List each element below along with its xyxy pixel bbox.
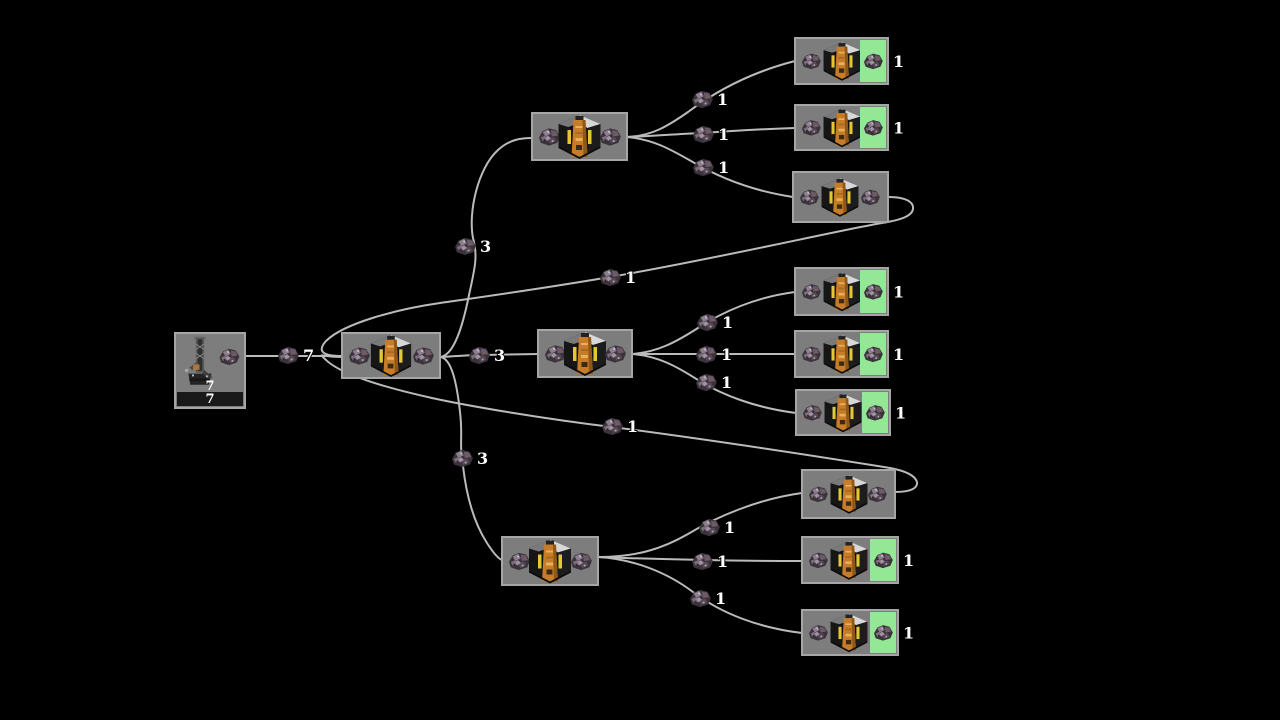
source-total-label: 7	[205, 392, 214, 407]
node-leaf-i[interactable]	[801, 609, 899, 656]
ore-icon[interactable]	[696, 345, 717, 364]
edges-layer: 7 3 3 3 1 1 1 1 1 1 1 1 1 1 1	[244, 60, 919, 634]
node-leaf-b[interactable]	[794, 104, 889, 151]
ore-icon[interactable]	[693, 125, 714, 144]
node-refinery-main[interactable]	[341, 332, 441, 379]
ore-icon[interactable]	[699, 518, 720, 537]
node-leaf-h[interactable]	[801, 536, 899, 584]
edge-refinery-bottom-to-leaf-g	[597, 492, 803, 558]
source-rate-label: 7	[205, 379, 214, 394]
edge-refinery-top-to-leaf-a	[626, 60, 796, 138]
edge-qty-label: 1	[724, 518, 735, 537]
edge-refinery-main-to-refinery-top	[439, 137, 533, 358]
ore-icon[interactable]	[692, 552, 713, 571]
ore-icon[interactable]	[693, 158, 714, 177]
edge-qty-label: 1	[717, 90, 728, 109]
edge-refinery-top-to-leaf-c	[626, 136, 794, 198]
node-leaf-e[interactable]	[794, 330, 889, 378]
ore-icon[interactable]	[692, 90, 713, 109]
edge-refinery-bottom-to-leaf-h	[597, 556, 803, 562]
ore-icon[interactable]	[278, 346, 299, 365]
source-stock-strip	[177, 392, 243, 406]
ore-icon[interactable]	[452, 449, 473, 468]
output-qty-label: 1	[895, 404, 906, 423]
edge-qty-label: 1	[715, 589, 726, 608]
ore-icon[interactable]	[600, 268, 621, 287]
edge-qty-label: 1	[718, 158, 729, 177]
node-leaf-f[interactable]	[795, 389, 891, 436]
edge-qty-label: 1	[717, 552, 728, 571]
edge-qty-label: 3	[477, 449, 488, 468]
nodes-layer: 77	[174, 37, 899, 656]
node-refinery-top[interactable]	[531, 112, 628, 161]
output-qty-label: 1	[893, 283, 904, 302]
edge-qty-label: 1	[721, 373, 732, 392]
edge-qty-label: 7	[303, 346, 314, 365]
edge-qty-label: 1	[625, 268, 636, 287]
node-source[interactable]: 77	[174, 332, 246, 409]
edge-qty-label: 1	[721, 345, 732, 364]
ore-icon[interactable]	[602, 417, 623, 436]
edge-qty-label: 1	[718, 125, 729, 144]
output-qty-label: 1	[893, 345, 904, 364]
node-refinery-mid[interactable]	[537, 329, 633, 378]
edge-qty-label: 1	[627, 417, 638, 436]
edge-refinery-bottom-to-leaf-i	[597, 556, 803, 634]
output-qty-label: 1	[903, 624, 914, 643]
ore-icon[interactable]	[697, 313, 718, 332]
node-leaf-c[interactable]	[792, 171, 889, 223]
node-leaf-a[interactable]	[794, 37, 889, 85]
node-refinery-bottom[interactable]	[501, 536, 599, 586]
edge-refinery-mid-to-leaf-d	[631, 291, 796, 355]
node-leaf-d[interactable]	[794, 267, 889, 316]
node-leaf-g[interactable]	[801, 469, 896, 519]
output-qty-label: 1	[893, 119, 904, 138]
labels-layer: 1 1 1 1 1 1 1	[892, 51, 915, 644]
output-qty-label: 1	[893, 52, 904, 71]
edge-qty-label: 1	[722, 313, 733, 332]
edge-qty-label: 3	[480, 237, 491, 256]
output-qty-label: 1	[903, 551, 914, 570]
ore-icon[interactable]	[469, 346, 490, 365]
edge-qty-label: 3	[494, 346, 505, 365]
